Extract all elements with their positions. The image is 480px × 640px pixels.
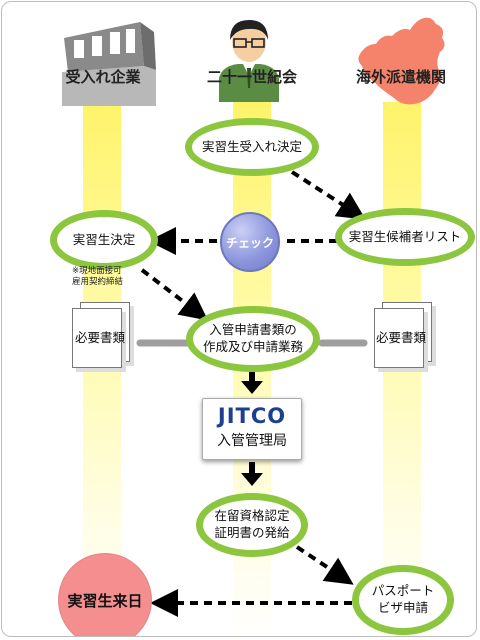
coe-issuance-step: 在留資格認定 証明書の発給 [196,493,308,557]
candidate-list-step: 実習生候補者リスト [335,208,475,266]
immigration-docs-step: 入管申請書類の 作成及び申請業務 [186,306,320,372]
accept-decision-step: 実習生受入れ決定 [185,118,319,176]
check-step: チェック [220,212,280,272]
company-title: 受入れ企業 [65,68,141,86]
immigration-docs-line2: 作成及び申請業務 [202,339,303,354]
required-docs-left: 必要書類 [75,330,126,345]
company-lane [83,102,121,636]
interview-note: ※現地面接可 雇用契約締結 [72,266,124,288]
china-map-icon [358,17,445,105]
required-docs-right: 必要書類 [376,330,427,345]
association-title: 二十一世紀会 [206,68,298,86]
trainee-decision-step: 実習生決定 [50,210,158,270]
passport-line1: パスポート [371,583,435,599]
immigration-docs-line1: 入管申請書類の [209,322,297,338]
document-icon-right [374,308,424,368]
trainee-arrival: 実習生来日 [58,553,152,636]
person-icon [219,20,279,102]
jitco-logo: JITCO [217,404,287,428]
passport-line2: ビザ申請 [377,600,428,615]
overseas-title: 海外派遣機関 [355,68,447,86]
coe-line2: 証明書の発給 [214,525,290,540]
immigration-bureau-label: 入管管理局 [217,433,287,449]
passport-visa-step: パスポート ビザ申請 [352,565,454,635]
building-icon [62,22,156,106]
document-icon-left [72,308,122,368]
overseas-lane [383,102,421,636]
jitco-box: JITCO 入管管理局 [202,398,302,460]
coe-line1: 在留資格認定 [214,508,290,524]
